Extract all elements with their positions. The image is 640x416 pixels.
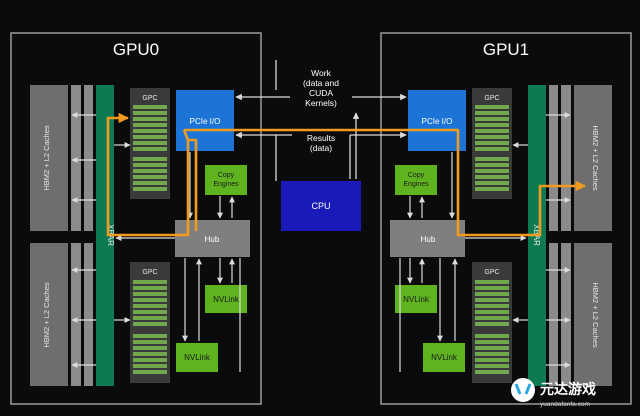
gpu1-copy-engines <box>395 165 437 195</box>
gpu1-mem-slice-top-a <box>561 85 571 231</box>
gpu0-internal-arrows <box>71 112 241 372</box>
gpu1-nvlink-bottom <box>423 343 465 372</box>
gpu0-gpc-top-sm-array <box>133 105 167 191</box>
gpu1-border <box>380 32 632 405</box>
gpu1-hbm-top <box>574 85 612 231</box>
gpu0-gpc-top-label: GPC <box>142 95 157 102</box>
orange-data-path <box>106 112 587 237</box>
gpu0-pcie-label: PCIe I/O <box>190 117 221 126</box>
gpu1-mem-slice-bottom-b <box>549 243 558 386</box>
gpu1-mem-slice-top-b <box>549 85 558 231</box>
gpu0-hbm-top <box>30 85 68 231</box>
gpu0-mem-slice-bottom-b <box>84 243 93 386</box>
gpu0-hbm-top-label: HBM2 + L2 Caches <box>42 125 51 190</box>
cpu-label: CPU <box>311 201 330 211</box>
gpu1-gpc-top-sm-array <box>475 105 509 191</box>
watermark-brand: 元达游戏 <box>540 381 596 397</box>
gpu0-xbar <box>96 85 114 386</box>
gpu1-hbm-top-label: HBM2 + L2 Caches <box>591 125 600 190</box>
orange-path-gpu0-return <box>106 129 190 237</box>
gpu0-copy-engines <box>205 165 247 195</box>
gpu0-nvlink-bottom <box>176 343 218 372</box>
watermark-logo-icon <box>511 378 535 402</box>
gpu1-pcie-label: PCIe I/O <box>422 117 453 126</box>
gpu1-nvlink-bottom-label: NVLink <box>431 353 458 362</box>
orange-path-to-gpu1 <box>184 128 587 237</box>
watermark-url: yuandafanfa.com <box>540 401 590 408</box>
watermark-logo-mark <box>514 383 532 395</box>
gpu1-hub <box>390 220 465 257</box>
gpu1-gpc-top-label: GPC <box>484 95 499 102</box>
gpu0-gpc-bottom-label: GPC <box>142 269 157 276</box>
gpu1-pcie-io <box>408 90 466 151</box>
gpu0-nvlink-top-label: NVLink <box>213 295 240 304</box>
gpu1-hbm-bottom-label: HBM2 + L2 Caches <box>591 282 600 347</box>
gpu0-mem-slice-top-b <box>84 85 93 231</box>
host-arrows <box>235 60 407 181</box>
gpu0-gpc-bottom-sm-array <box>133 280 167 374</box>
gpu0-border <box>10 32 262 405</box>
gpu0-title: GPU0 <box>113 40 159 59</box>
gpu0-hub-label: Hub <box>205 235 220 244</box>
gpu0-pcie-io <box>176 90 234 151</box>
gpu0-hbm-bottom-label: HBM2 + L2 Caches <box>42 282 51 347</box>
gpu1-nvlink-top-label: NVLink <box>403 295 430 304</box>
gpu0-hbm-bottom <box>30 243 68 386</box>
gpu1-internal-arrows <box>399 112 571 372</box>
gpu1-nvlink-top <box>395 285 437 313</box>
results-label: Results(data) <box>307 133 335 153</box>
orange-path-gpu0-gpc-entry <box>106 112 130 132</box>
gpu0-nvlink-bottom-label: NVLink <box>184 353 211 362</box>
cpu-block <box>281 181 361 231</box>
gpu1-panel: GPU1 HBM2 + L2 Caches HBM2 + L2 Caches X… <box>380 32 632 405</box>
gpu1-gpc-bottom-label: GPC <box>484 269 499 276</box>
gpu0-mem-slice-top-a <box>71 85 81 231</box>
gpu1-hbm-bottom <box>574 243 612 386</box>
orange-path-gpu0-hub <box>188 138 198 231</box>
gpu0-mem-slice-bottom-a <box>71 243 81 386</box>
gpu1-mem-slice-bottom-a <box>561 243 571 386</box>
gpu1-title: GPU1 <box>483 40 529 59</box>
gpu1-hub-label: Hub <box>421 235 436 244</box>
gpu0-panel: GPU0 HBM2 + L2 Caches HBM2 + L2 Caches X… <box>10 32 262 405</box>
watermark: 元达游戏 yuandafanfa.com <box>511 378 596 408</box>
gpu1-gpc-bottom-sm-array <box>475 280 509 374</box>
